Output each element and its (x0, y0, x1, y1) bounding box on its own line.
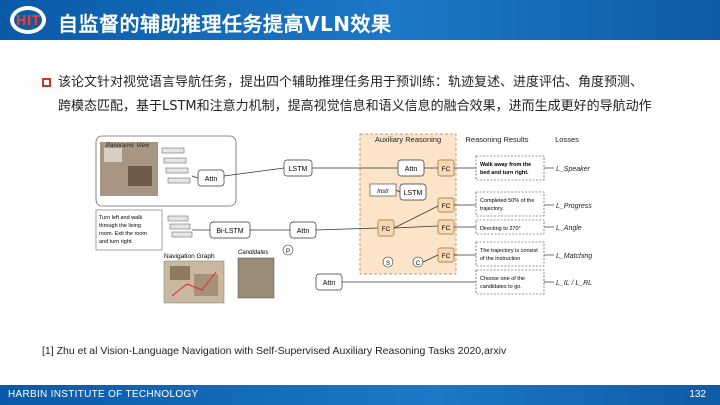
result-3-line-1: Directing to 270° (480, 226, 521, 232)
losses-title: Losses (555, 135, 579, 144)
bullet-square-icon (42, 78, 51, 87)
panoramic-label: Panoramic View (106, 143, 150, 149)
result-5-line-1: Choose one of the (480, 276, 525, 282)
loss-matching: L_Matching (556, 253, 592, 260)
visual-feature-stack (161, 147, 191, 184)
result-4-line-1: The trajectory is consist (480, 248, 538, 254)
instruction-line-3: room. Exit the room (99, 231, 147, 237)
bullet-line-2: 跨模态匹配，基于LSTM和注意力机制，提高视觉信息和语义信息的融合效果，进而生成… (58, 99, 652, 114)
attn-v-label: Attn (205, 176, 218, 183)
word-feature-stack (167, 215, 193, 238)
attn-w-label: Attn (297, 228, 310, 235)
attn-s-label: Attn (405, 166, 418, 173)
c-label: C (416, 261, 421, 267)
result-2-line-1: Completed 50% of the (480, 198, 534, 204)
s-node (382, 256, 394, 268)
instruction-box (95, 209, 163, 251)
result-4-line-2: of the instruction (480, 256, 520, 262)
s-label: S (386, 261, 390, 267)
slide-title: 自监督的辅助推理任务提高VLN效果 (58, 12, 392, 36)
p-node (282, 244, 294, 256)
result-5-line-2: candidates to go. (480, 284, 522, 290)
attn-a-label: Attn (323, 280, 336, 287)
results-title: Reasoning Results (466, 135, 529, 144)
candidates-label: Candidates (238, 250, 268, 256)
fc-label-1: FC (442, 166, 451, 173)
p-label: P (286, 249, 290, 255)
slide-header: HIT 自监督的辅助推理任务提高VLN效果 (0, 0, 720, 40)
loss-il-rl: L_IL / L_RL (556, 280, 592, 287)
fc-label-5: FC (382, 226, 391, 233)
lstm-v-label: LSTM (289, 166, 308, 173)
instruction-line-1: Turn left and walk (99, 215, 142, 221)
svg-text:HIT: HIT (16, 14, 41, 29)
loss-angle: L_Angle (556, 225, 582, 232)
navigation-graph-label: Navigation Graph (164, 253, 215, 260)
bullet-paragraph: 该论文针对视觉语言导航任务，提出四个辅助推理任务用于预训练：轨迹复述、进度评估、… (58, 71, 698, 119)
slide-footer: HARBIN INSTITUTE OF TECHNOLOGY 132 (0, 385, 720, 405)
aux-title: Auxiliary Reasoning (375, 135, 441, 144)
fc-label-4: FC (442, 253, 451, 260)
lstm-s-label: LSTM (404, 190, 423, 197)
footer-institution: HARBIN INSTITUTE OF TECHNOLOGY (8, 389, 199, 400)
result-1-line-2: bed and turn right. (480, 170, 529, 176)
bilstm-label: Bi-LSTM (216, 228, 243, 235)
fc-label-2: FC (442, 203, 451, 210)
bullet-line-1: 该论文针对视觉语言导航任务，提出四个辅助推理任务用于预训练：轨迹复述、进度评估、… (58, 75, 644, 90)
page-number: 132 (689, 389, 706, 400)
connector-lines (191, 167, 554, 283)
loss-speaker: L_Speaker (556, 166, 591, 173)
loss-progress: L_Progress (556, 203, 592, 210)
candidates-image (237, 257, 275, 299)
fc-label-3: FC (442, 225, 451, 232)
instruction-line-4: and turn right. (99, 239, 133, 245)
architecture-figure: Auxiliary Reasoning Reasoning Results Lo… (95, 133, 592, 304)
panoramic-view-frame (95, 135, 237, 207)
result-boxes (475, 155, 545, 295)
result-1-line-1: Walk away from the (480, 162, 531, 168)
hit-logo-icon: HIT (10, 6, 46, 34)
citation-text: [1] Zhu et al Vision-Language Navigation… (42, 345, 507, 357)
result-2-line-2: trajectory. (480, 206, 504, 212)
instruction-line-2: through the living (99, 223, 141, 229)
instr-label: Instr (377, 189, 390, 195)
